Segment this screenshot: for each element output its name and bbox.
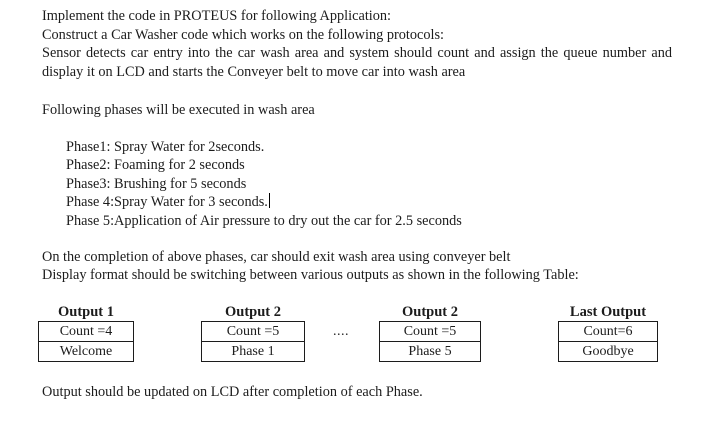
- ellipsis: ....: [333, 324, 349, 339]
- display-format-line: Display format should be switching betwe…: [42, 267, 579, 283]
- intro-block: Implement the code in PROTEUS for follow…: [42, 7, 672, 82]
- intro-line-1: Implement the code in PROTEUS for follow…: [42, 8, 392, 24]
- output-count-cell: Count =5: [379, 321, 481, 342]
- completion-line: On the completion of above phases, car s…: [42, 249, 511, 265]
- output-header: Last Output: [569, 304, 647, 320]
- text-cursor: [268, 193, 270, 208]
- phase-2: Phase2: Foaming for 2 seconds: [66, 157, 245, 173]
- output-table-4: Last Output Count=6 Goodbye: [558, 303, 658, 362]
- output-table-1: Output 1 Count =4 Welcome: [38, 303, 134, 362]
- intro-line-3: Sensor detects car entry into the car wa…: [42, 45, 672, 81]
- output-count-cell: Count =4: [38, 321, 134, 342]
- output-count-cell: Count =5: [201, 321, 305, 342]
- output-table-2: Output 2 Count =5 Phase 1: [201, 303, 305, 362]
- output-message-cell: Welcome: [38, 342, 134, 362]
- intro-line-2: Construct a Car Washer code which works …: [42, 26, 444, 43]
- output-count-cell: Count=6: [558, 321, 658, 342]
- output-table-3: Output 2 Count =5 Phase 5: [379, 303, 481, 362]
- output-header: Output 1: [57, 304, 114, 320]
- output-header: Output 2: [224, 304, 281, 320]
- output-message-cell: Phase 1: [201, 342, 305, 362]
- phase-4-text: Phase 4:Spray Water for 3 seconds.: [66, 194, 268, 210]
- phase-5: Phase 5:Application of Air pressure to d…: [66, 213, 462, 229]
- output-header: Output 2: [401, 304, 458, 320]
- phases-intro: Following phases will be executed in was…: [42, 102, 315, 118]
- phase-3: Phase3: Brushing for 5 seconds: [66, 176, 247, 192]
- phase-1: Phase1: Spray Water for 2seconds.: [66, 139, 265, 155]
- output-message-cell: Goodbye: [558, 342, 658, 362]
- phase-4: Phase 4:Spray Water for 3 seconds.: [66, 193, 270, 212]
- output-message-cell: Phase 5: [379, 342, 481, 362]
- footer-line: Output should be updated on LCD after co…: [42, 384, 423, 400]
